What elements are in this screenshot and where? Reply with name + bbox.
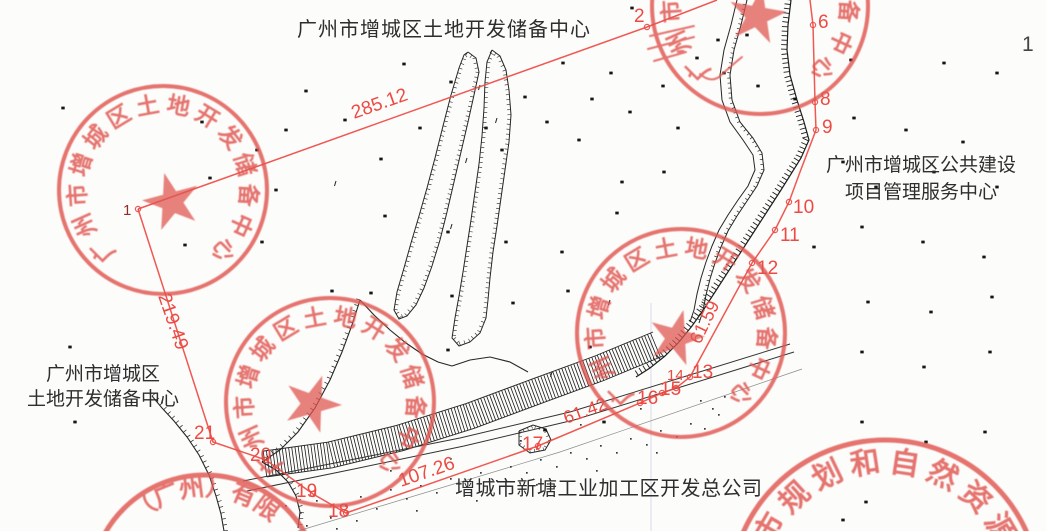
seal-character: 备 bbox=[235, 182, 262, 209]
boundary-distance-label: 285.12 bbox=[349, 85, 411, 124]
seal-character: 中 bbox=[225, 209, 257, 240]
boundary-point-label: 10 bbox=[793, 197, 814, 218]
seal-character: 备 bbox=[835, 0, 862, 25]
boundary-point-label: 12 bbox=[757, 258, 778, 279]
owner-label-bottom: 增城市新塘工业加工区开发总公司 bbox=[455, 478, 763, 500]
seal-character: 和 bbox=[848, 445, 883, 482]
map-linework bbox=[151, 0, 810, 531]
seal-character: 州 bbox=[69, 209, 101, 240]
star-icon bbox=[651, 310, 705, 366]
seal-character: 地 bbox=[683, 235, 710, 264]
boundary-point-label: 17 bbox=[522, 434, 543, 455]
seal-character: 自 bbox=[887, 445, 922, 482]
seal-character: 开 bbox=[709, 243, 742, 276]
seal-character: 心 bbox=[805, 51, 839, 85]
seal-character: 土 bbox=[652, 235, 679, 264]
seal-character: 备 bbox=[753, 325, 780, 352]
boundary-point-label: 8 bbox=[820, 89, 831, 110]
seal-character: 开 bbox=[191, 100, 224, 133]
boundary-point-label: 11 bbox=[780, 225, 800, 246]
seal-character: 广 bbox=[680, 51, 715, 86]
parcel-boundary bbox=[137, 0, 817, 514]
seal-character: 土 bbox=[301, 304, 328, 333]
seal-character: ） bbox=[204, 472, 233, 504]
boundary-point-label: 14 bbox=[667, 367, 684, 384]
seal-character: 区 bbox=[103, 100, 136, 133]
boundary-point-label: 21 bbox=[194, 423, 215, 444]
seal-scribble bbox=[699, 56, 743, 81]
seal-land-dev-left: 广州市增城区土地开发储备中心 bbox=[57, 84, 269, 296]
boundary-point-label: 1 bbox=[123, 202, 131, 219]
seal-character: 中 bbox=[824, 27, 856, 58]
seal-character: 增 bbox=[65, 150, 97, 180]
seal-character: 储 bbox=[396, 362, 428, 392]
seal-scribble bbox=[649, 25, 695, 37]
boundary-point-label: 15 bbox=[660, 379, 681, 400]
seal-land-dev-bottom-left: 广州市增城区土地开发储备中心 bbox=[224, 296, 436, 508]
seal-scribble bbox=[653, 51, 687, 62]
owner-label-left-line2: 土地开发储备中心 bbox=[26, 389, 179, 410]
seal-land-dev-top-right: 广州市增城区土地开发储备中心 bbox=[647, 0, 870, 116]
seal-character: 市 bbox=[64, 183, 91, 208]
boundary-point-label: 20 bbox=[250, 445, 271, 466]
boundary-point-label: 6 bbox=[818, 12, 829, 33]
vegetation-dots bbox=[61, 6, 999, 522]
owner-label-right: 广州市增城区公共建设 项目管理服务中心 bbox=[818, 152, 1024, 206]
seal-character: 增 bbox=[583, 293, 615, 323]
boundary-point-label: 16 bbox=[637, 388, 658, 409]
seal-character: 区 bbox=[270, 312, 303, 345]
seal-character: 开 bbox=[358, 312, 391, 345]
gravel-dots bbox=[285, 396, 726, 530]
seal-character: 储 bbox=[747, 293, 779, 323]
seal-character: 土 bbox=[134, 92, 161, 121]
boundary-point-label: 9 bbox=[822, 117, 833, 138]
owner-label-left-line1: 广州市增城区 bbox=[45, 364, 160, 385]
star-icon bbox=[730, 0, 787, 43]
star-icon bbox=[287, 375, 342, 433]
seal-scribble bbox=[647, 36, 695, 50]
boundary-point-label: 13 bbox=[692, 362, 713, 383]
seal-character: 州 bbox=[178, 473, 206, 504]
boundary-distance-label: 219.49 bbox=[153, 291, 192, 353]
seal-character: 增 bbox=[232, 362, 264, 392]
boundary-point-label: 2 bbox=[634, 6, 645, 27]
boundary-point-label: 19 bbox=[296, 481, 317, 502]
seal-planning-natural-resources: 市规划和自然资源 bbox=[741, 437, 1029, 531]
star-icon bbox=[142, 173, 198, 230]
seal-character: 地 bbox=[165, 92, 192, 121]
owner-label-left: 广州市增城区 土地开发储备中心 bbox=[20, 362, 186, 412]
seal-character: 市 bbox=[582, 326, 609, 351]
owner-label-right-line2: 项目管理服务中心 bbox=[844, 182, 997, 203]
seal-character: 备 bbox=[402, 394, 429, 421]
seal-character: 市 bbox=[658, 0, 685, 24]
page-number: 1 bbox=[1022, 33, 1034, 56]
owner-label-top: 广州市增城区土地开发储备中心 bbox=[297, 19, 591, 41]
seal-character: 区 bbox=[621, 243, 654, 276]
seal-character: 市 bbox=[231, 395, 258, 420]
seal-character: 划 bbox=[807, 454, 848, 497]
seal-character: 中 bbox=[392, 421, 424, 452]
owner-label-right-line1: 广州市增城区公共建设 bbox=[825, 155, 1016, 176]
boundary-point-markers bbox=[134, 21, 820, 517]
seal-company-gz-limited: （广州）有限 bbox=[103, 472, 307, 531]
seal-land-dev-mid: 广州市增城区土地开发储备中心 bbox=[575, 227, 787, 439]
seal-character: 地 bbox=[332, 304, 359, 333]
